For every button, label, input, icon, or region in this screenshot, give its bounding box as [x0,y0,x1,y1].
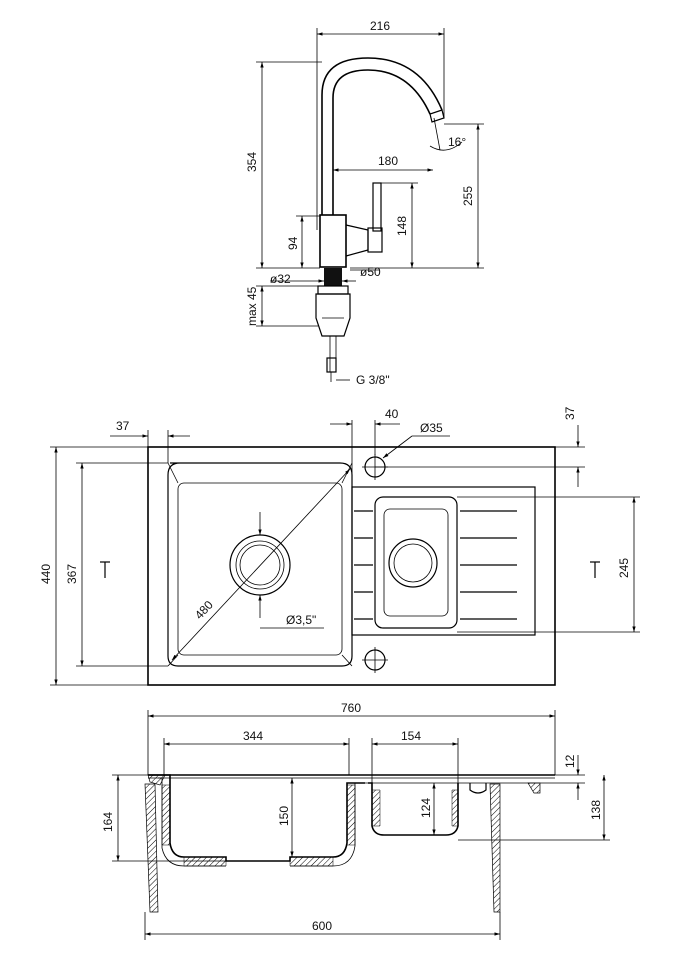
dim-tap-hole: ø32 [270,272,291,286]
dim-bowl-depth: 367 [65,564,79,584]
dim-lever-height: 148 [395,216,409,236]
dim-base-diameter: ø50 [360,265,381,279]
dim-rim: 12 [563,754,577,768]
dim-max-thickness: max 45 [245,286,259,326]
dim-faucet-width: 216 [370,19,390,33]
section-mark-right [590,561,600,578]
small-bowl-section [368,782,459,836]
dim-body-height: 94 [286,236,300,250]
drainer-outline [351,486,536,636]
small-bowl-outline [374,496,458,629]
main-bowl-section [148,774,365,862]
dim-faucet-reach: 180 [378,154,398,168]
faucet-spout-inner [332,69,431,215]
sink-section-view: 760 344 154 12 164 150 124 138 [101,701,610,940]
dim-diagonal: 480 [192,598,216,622]
faucet-drawing: 216 354 16° 180 255 148 94 ø32 ø50 [245,19,484,387]
dim-faucet-angle: 16° [448,135,466,149]
dim-drain: Ø3,5" [286,613,316,627]
dim-small-bowl: 245 [617,558,631,578]
dim-small-depth: 124 [419,798,433,818]
faucet-spout [321,57,443,215]
drainer-ribs [354,510,517,620]
faucet-body [319,214,347,268]
section-mark-left [100,561,110,578]
main-bowl-outline [167,462,353,667]
small-bowl-drain [388,538,438,588]
dim-edge-hole: 40 [385,407,399,421]
dim-edge-top: 37 [563,406,577,420]
dim-main-bowl-width: 344 [243,729,263,743]
dim-total-depth: 440 [39,564,53,584]
sink-top-view: 480 Ø3,5" 37 40 Ø35 37 440 [39,406,640,686]
dim-spout-height: 255 [461,186,475,206]
faucet-shank [324,268,342,286]
dim-main-outer-depth: 164 [101,812,115,832]
sink-outline [147,446,556,686]
faucet-lever [372,182,382,232]
dim-tap-hole-diameter: Ø35 [420,421,443,435]
cabinet-wall-right [489,783,501,913]
cabinet-wall-left [144,783,159,913]
dim-main-depth: 150 [277,806,291,826]
dim-cabinet-width: 600 [312,919,332,933]
dim-small-outer-depth: 138 [589,800,603,820]
dim-edge-left: 37 [116,419,130,433]
dim-connection: G 3/8" [356,373,390,387]
dim-total-width: 760 [341,701,361,715]
dim-faucet-height: 354 [245,152,259,172]
dim-small-bowl-width: 154 [401,729,421,743]
